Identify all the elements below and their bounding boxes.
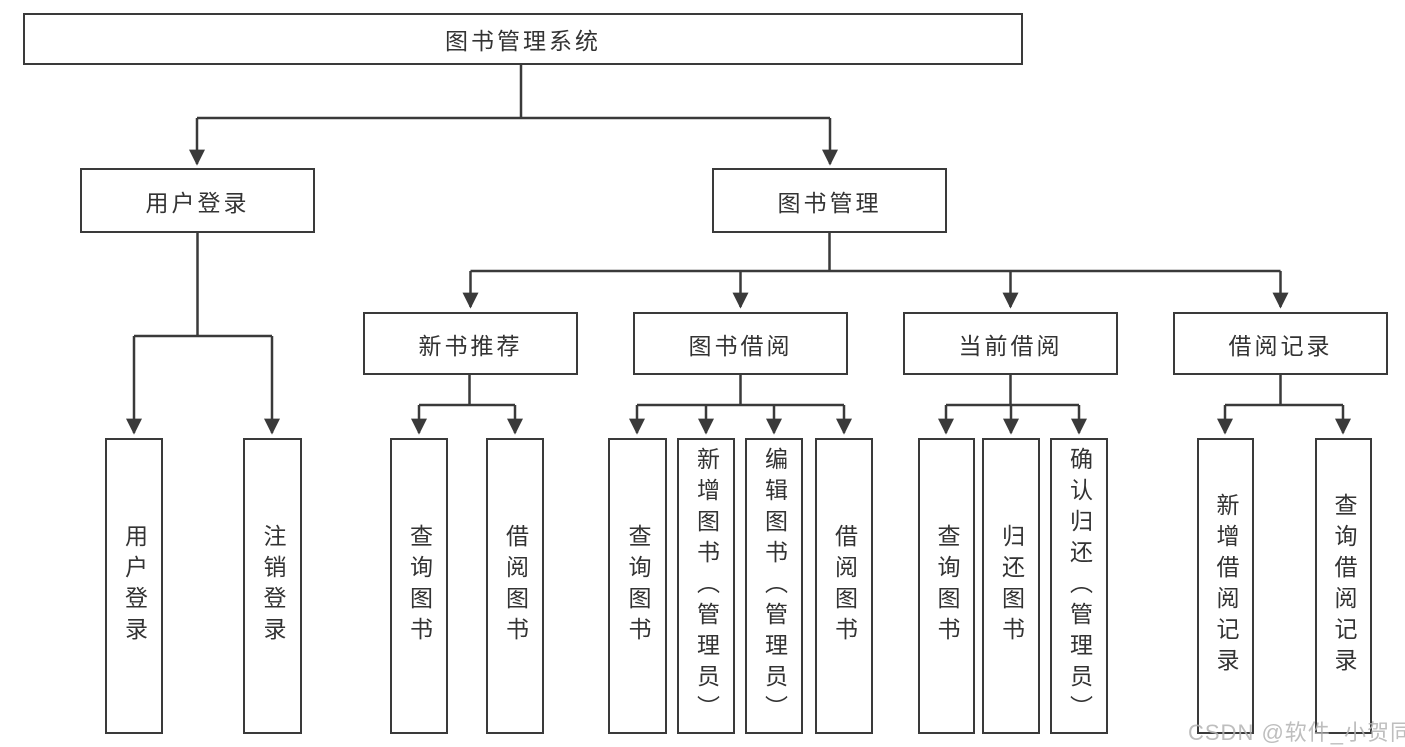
node-borrowing-records-label: 借阅记录 bbox=[1228, 332, 1333, 359]
leaf-user-login: 用户登录 bbox=[105, 438, 163, 734]
leaf-bb-borrow-books: 借阅图书 bbox=[815, 438, 873, 734]
leaf-logout: 注销登录 bbox=[243, 438, 302, 734]
node-new-book-recommend: 新书推荐 bbox=[363, 312, 578, 375]
leaf-bb-query-books: 查询图书 bbox=[608, 438, 667, 734]
node-library-system-label: 图书管理系统 bbox=[445, 28, 601, 54]
leaf-br-add-record: 新增借阅记录 bbox=[1197, 438, 1254, 734]
leaf-cb-return-books-label: 归还图书 bbox=[998, 524, 1025, 648]
leaf-rec-query-books: 查询图书 bbox=[390, 438, 448, 734]
leaf-rec-query-books-label: 查询图书 bbox=[406, 524, 433, 648]
csdn-watermark: CSDN @软件_小贺同学 bbox=[1188, 720, 1405, 745]
leaf-br-add-record-label: 新增借阅记录 bbox=[1213, 493, 1239, 679]
leaf-bb-borrow-books-label: 借阅图书 bbox=[831, 524, 858, 648]
leaf-user-login-label: 用户登录 bbox=[121, 524, 148, 648]
leaf-cb-confirm-return-admin-label: 确认归还（管理员） bbox=[1066, 446, 1093, 726]
node-book-borrowing-label: 图书借阅 bbox=[688, 332, 793, 359]
leaf-br-query-record: 查询借阅记录 bbox=[1315, 438, 1372, 734]
leaf-bb-query-books-label: 查询图书 bbox=[625, 524, 651, 648]
leaf-rec-borrow-books-label: 借阅图书 bbox=[502, 524, 529, 648]
leaf-br-query-record-label: 查询借阅记录 bbox=[1331, 493, 1357, 679]
node-book-borrowing: 图书借阅 bbox=[633, 312, 848, 375]
node-library-system: 图书管理系统 bbox=[23, 13, 1023, 65]
node-book-management-label: 图书管理 bbox=[777, 189, 882, 216]
leaf-rec-borrow-books: 借阅图书 bbox=[486, 438, 544, 734]
leaf-cb-confirm-return-admin: 确认归还（管理员） bbox=[1050, 438, 1108, 734]
node-current-borrowing-label: 当前借阅 bbox=[958, 332, 1063, 359]
node-new-book-recommend-label: 新书推荐 bbox=[418, 332, 523, 359]
node-book-management: 图书管理 bbox=[712, 168, 947, 233]
leaf-bb-edit-book-admin-label: 编辑图书（管理员） bbox=[761, 446, 788, 726]
leaf-logout-label: 注销登录 bbox=[260, 524, 286, 648]
leaf-bb-add-book-admin: 新增图书（管理员） bbox=[677, 438, 735, 734]
connector-trunks bbox=[134, 65, 1343, 407]
leaf-cb-query-books-label: 查询图书 bbox=[934, 524, 960, 648]
node-user-login-label: 用户登录 bbox=[145, 189, 250, 216]
node-borrowing-records: 借阅记录 bbox=[1173, 312, 1388, 375]
node-user-login: 用户登录 bbox=[80, 168, 315, 233]
leaf-cb-query-books: 查询图书 bbox=[918, 438, 975, 734]
leaf-bb-edit-book-admin: 编辑图书（管理员） bbox=[745, 438, 803, 734]
leaf-bb-add-book-admin-label: 新增图书（管理员） bbox=[693, 446, 720, 726]
node-current-borrowing: 当前借阅 bbox=[903, 312, 1118, 375]
leaf-cb-return-books: 归还图书 bbox=[982, 438, 1040, 734]
